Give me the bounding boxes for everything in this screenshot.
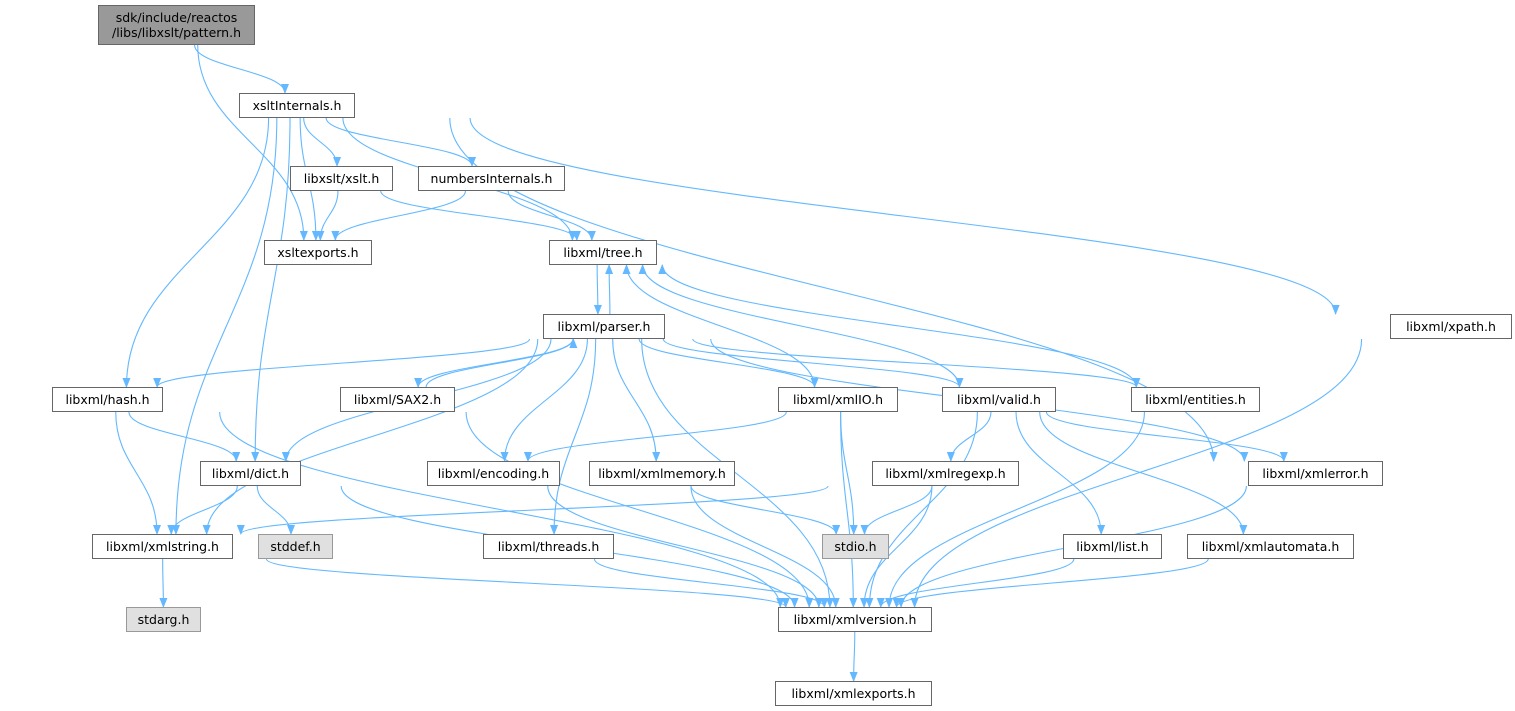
edge-xpath-to-xmlversion (910, 338, 1363, 608)
node-tree[interactable]: libxml/tree.h (549, 240, 657, 265)
edge-xsltInternals-to-xslt (303, 117, 342, 167)
edge-entities-to-tree (658, 264, 1137, 388)
edge-xmlregexp-to-stdio (860, 485, 933, 535)
edge-xmlversion-to-xmlexports (849, 631, 858, 682)
node-xpath[interactable]: libxml/xpath.h (1390, 314, 1512, 339)
edge-xslt-to-xsltexports (316, 190, 339, 241)
edge-xsltInternals-to-xmlstring (171, 117, 278, 535)
node-xslt[interactable]: libxslt/xslt.h (290, 166, 393, 191)
edge-xsltInternals-to-numbersInternals (325, 117, 476, 167)
edge-parser-to-xmlIO (638, 338, 819, 388)
edge-xmlregexp-to-xmlversion (860, 485, 933, 608)
node-SAX2[interactable]: libxml/SAX2.h (340, 387, 455, 412)
node-numbersInternals[interactable]: numbersInternals.h (418, 166, 565, 191)
node-xmlstring[interactable]: libxml/xmlstring.h (92, 534, 233, 559)
node-stdio[interactable]: stdio.h (822, 534, 889, 559)
edge-numbersInternals-to-xsltexports (331, 190, 467, 241)
edge-xsltInternals-to-xpath (469, 117, 1340, 315)
edge-xmlstring-to-stdarg (159, 558, 168, 608)
edge-xslt-to-tree (380, 190, 581, 241)
edge-parser-to-valid (662, 338, 964, 388)
edge-parser-to-xmlversion (641, 338, 834, 608)
edge-xmlstring-to-xmlversion (265, 558, 790, 608)
edge-valid-to-xmlregexp (946, 411, 992, 462)
edge-xmlautomata-to-xmlversion (892, 558, 1209, 608)
node-valid[interactable]: libxml/valid.h (942, 387, 1056, 412)
node-parser[interactable]: libxml/parser.h (543, 314, 665, 339)
node-xmlmemory[interactable]: libxml/xmlmemory.h (589, 461, 735, 486)
edge-parser-to-hash (153, 338, 531, 388)
node-xsltInternals[interactable]: xsltInternals.h (239, 93, 355, 118)
node-hash[interactable]: libxml/hash.h (52, 387, 163, 412)
edge-valid-to-tree (638, 264, 960, 388)
edge-xmlIO-to-encoding (524, 411, 787, 462)
node-encoding[interactable]: libxml/encoding.h (427, 461, 560, 486)
edge-hash-to-xmlversion (219, 411, 785, 608)
node-xmlIO[interactable]: libxml/xmlIO.h (778, 387, 898, 412)
node-dict[interactable]: libxml/dict.h (200, 461, 301, 486)
edge-SAX2-to-xmlversion (465, 411, 814, 608)
edge-encoding-to-xmlversion (547, 485, 823, 608)
edge-root-to-xsltInternals (194, 44, 289, 94)
node-xmlexports[interactable]: libxml/xmlexports.h (775, 681, 932, 706)
node-stddef[interactable]: stddef.h (258, 534, 333, 559)
edge-root-to-xsltexports (197, 44, 308, 241)
node-xmlversion[interactable]: libxml/xmlversion.h (778, 607, 932, 632)
edge-numbersInternals-to-tree (507, 190, 596, 241)
node-stdarg[interactable]: stdarg.h (126, 607, 201, 632)
edge-xmlIO-to-tree (622, 264, 816, 388)
edge-valid-to-xmlversion (865, 411, 978, 608)
edge-parser-to-entities (692, 338, 1141, 388)
node-xmlautomata[interactable]: libxml/xmlautomata.h (1187, 534, 1354, 559)
edge-dict-to-stddef (256, 485, 295, 535)
node-threads[interactable]: libxml/threads.h (483, 534, 614, 559)
edge-tree-to-parser (593, 264, 602, 315)
edge-xsltInternals-to-hash (122, 117, 270, 388)
edge-parser-to-threads (550, 338, 597, 535)
edge-xmlmemory-to-stdio (690, 485, 841, 535)
edge-SAX2-to-parser (425, 338, 578, 388)
edge-parser-to-xmlstring (202, 338, 539, 535)
node-xsltexports[interactable]: xsltexports.h (264, 240, 372, 265)
edge-threads-to-xmlversion (593, 558, 829, 608)
edge-valid-to-list (1015, 411, 1106, 535)
node-list[interactable]: libxml/list.h (1063, 534, 1162, 559)
node-root[interactable]: sdk/include/reactos /libs/libxslt/patter… (98, 5, 255, 45)
edge-xsltInternals-to-dict (251, 117, 291, 462)
edge-xmlIO-to-xmlversion (840, 411, 858, 608)
edge-xmlmemory-to-xmlversion (690, 485, 840, 608)
edge-parser-to-encoding (500, 338, 588, 462)
node-entities[interactable]: libxml/entities.h (1131, 387, 1260, 412)
edge-dict-to-xmlstring (167, 485, 238, 535)
edge-list-to-xmlversion (876, 558, 1075, 608)
edge-valid-to-xmlautomata (1039, 411, 1248, 535)
edge-entities-to-xmlversion (885, 411, 1145, 608)
edge-parser-to-xmlmemory (612, 338, 661, 462)
edge-xmlregexp-to-xmlstring (237, 485, 829, 535)
node-xmlregexp[interactable]: libxml/xmlregexp.h (872, 461, 1019, 486)
edge-hash-to-xmlstring (115, 411, 161, 535)
edge-hash-to-dict (128, 411, 241, 462)
edge-parser-to-tree (605, 264, 614, 315)
node-xmlerror[interactable]: libxml/xmlerror.h (1248, 461, 1383, 486)
edge-valid-to-xmlerror (1045, 411, 1288, 462)
